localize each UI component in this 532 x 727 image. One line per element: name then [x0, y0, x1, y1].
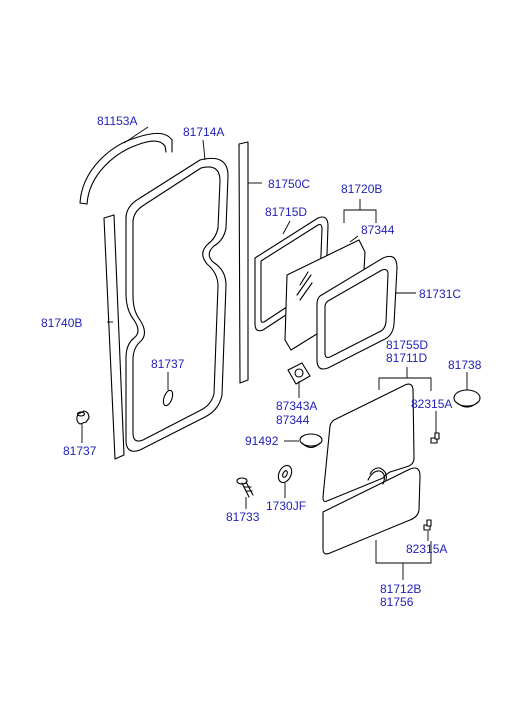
label-87344-top: 87344: [361, 223, 395, 237]
part-91492-grommet: [299, 433, 323, 449]
label-81737-mid: 81737: [151, 357, 185, 371]
label-81738: 81738: [448, 358, 482, 372]
label-87344-low: 87344: [276, 413, 310, 427]
part-81737-small-plug: [76, 410, 90, 425]
leader-lines: [81, 126, 468, 580]
label-81711D: 81711D: [386, 351, 427, 365]
part-82315A-clip-upper: [430, 432, 440, 444]
part-81738-cap: [453, 389, 481, 408]
label-87343A: 87343A: [276, 399, 317, 413]
part-87343A-fastener: [287, 362, 311, 385]
part-81731C-window-frame: [316, 255, 398, 370]
label-91492: 91492: [245, 434, 279, 448]
label-82315A-top: 82315A: [411, 397, 452, 411]
label-81153A: 81153A: [97, 114, 137, 128]
part-81733-bolt: [236, 477, 254, 498]
part-81714A-door-seal: [125, 157, 229, 452]
label-81733: 81733: [226, 510, 260, 524]
label-81737-low: 81737: [63, 444, 97, 458]
label-81756: 81756: [380, 595, 414, 609]
label-82315A-low: 82315A: [406, 542, 447, 556]
label-81712B: 81712B: [380, 582, 421, 596]
label-81755D: 81755D: [386, 338, 428, 352]
label-81740B: 81740B: [41, 316, 82, 330]
label-81715D: 81715D: [265, 205, 307, 219]
label-81731C: 81731C: [419, 287, 461, 301]
part-81153A-trim-strip: [79, 132, 173, 205]
part-81750C-vertical-strip: [238, 141, 249, 384]
part-81712B-lower-trim-panel: [322, 467, 421, 555]
label-81750C: 81750C: [268, 177, 310, 191]
part-81737-plug: [162, 389, 174, 407]
part-81711D-upper-trim-panel: [322, 383, 415, 503]
label-81714A: 81714A: [183, 125, 224, 139]
part-labels: 81153A 81714A 81750C 81720B 81715D 87344…: [41, 114, 482, 609]
part-81740B-vertical-strip: [103, 214, 125, 460]
part-1730JF-washer: [277, 464, 293, 484]
label-81720B: 81720B: [341, 182, 382, 196]
part-82315A-clip-lower: [423, 519, 432, 531]
label-1730JF: 1730JF: [266, 499, 306, 513]
